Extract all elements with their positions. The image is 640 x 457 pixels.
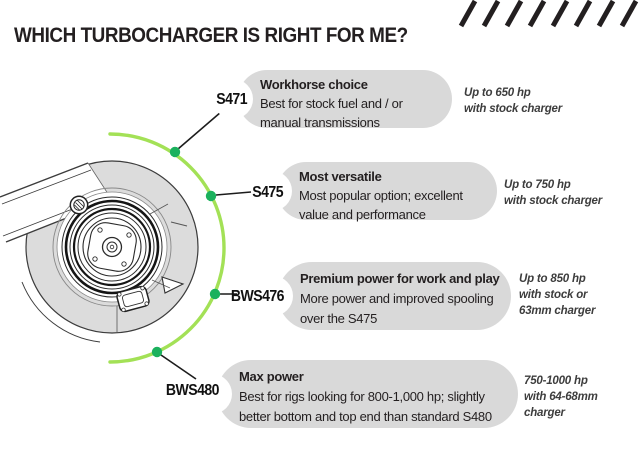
option-description: Most popular option; excellent value and… bbox=[299, 188, 463, 222]
option-heading: Workhorse choice bbox=[260, 77, 368, 92]
option-bubble-s475: Most versatile Most popular option; exce… bbox=[252, 162, 497, 222]
arc-dot-bws480 bbox=[151, 346, 163, 358]
option-heading: Premium power for work and play bbox=[300, 271, 500, 286]
model-label-bws476: BWS476 bbox=[230, 288, 285, 305]
turbocharger-icon bbox=[0, 160, 199, 343]
option-heading: Most versatile bbox=[299, 169, 382, 184]
hp-rating-bws480: 750-1000 hp with 64-68mm charger bbox=[524, 375, 598, 419]
option-description: Best for rigs looking for 800-1,000 hp; … bbox=[239, 389, 492, 424]
model-label-s471: S471 bbox=[216, 91, 247, 108]
arc-dot-bws476 bbox=[209, 288, 221, 300]
option-description: More power and improved spooling over th… bbox=[300, 291, 494, 326]
option-bubble-bws480: Max power Best for rigs looking for 800-… bbox=[192, 360, 518, 428]
option-description: Best for stock fuel and / or manual tran… bbox=[260, 96, 403, 130]
model-label-bws480: BWS480 bbox=[165, 382, 220, 399]
hp-rating-s471: Up to 650 hp with stock charger bbox=[464, 87, 563, 115]
diagonal-stripes-icon bbox=[458, 0, 639, 28]
hp-rating-bws476: Up to 850 hp with stock or 63mm charger bbox=[519, 273, 596, 317]
hp-rating-s475: Up to 750 hp with stock charger bbox=[504, 179, 603, 207]
arc-dot-s475 bbox=[205, 190, 217, 202]
option-bubble-s471: Workhorse choice Best for stock fuel and… bbox=[213, 70, 452, 130]
arc-dot-s471 bbox=[169, 146, 181, 158]
connector-lines bbox=[160, 111, 252, 380]
arc-dots bbox=[151, 146, 221, 358]
page-title: WHICH TURBOCHARGER IS RIGHT FOR ME? bbox=[14, 24, 408, 47]
option-bubble-bws476: Premium power for work and play More pow… bbox=[253, 262, 511, 330]
selector-arc bbox=[108, 132, 226, 364]
model-label-s475: S475 bbox=[252, 184, 283, 201]
option-heading: Max power bbox=[239, 369, 304, 384]
